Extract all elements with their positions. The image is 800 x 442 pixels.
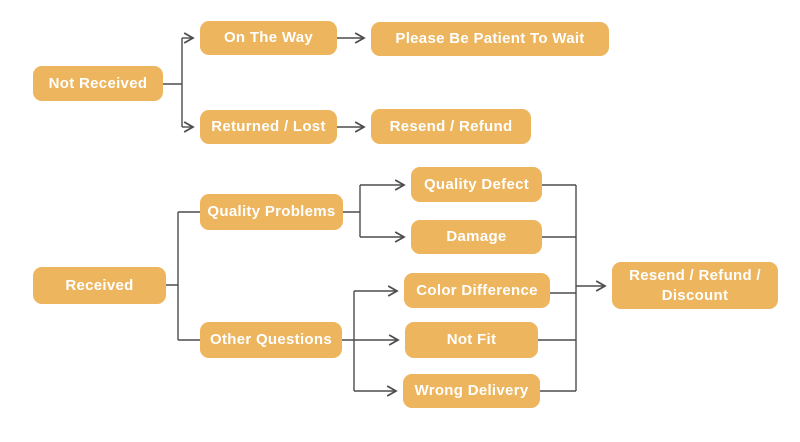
- node-damage: Damage: [411, 220, 542, 254]
- node-please-be-patient-to-wait: Please Be Patient To Wait: [371, 22, 609, 56]
- connector-received-bracket: [166, 211, 200, 341]
- node-quality-defect: Quality Defect: [411, 167, 542, 202]
- node-received: Received: [33, 267, 166, 304]
- node-other-questions: Other Questions: [200, 322, 342, 358]
- node-not-received: Not Received: [33, 66, 163, 101]
- node-quality-problems: Quality Problems: [200, 194, 343, 230]
- node-on-the-way: On The Way: [200, 21, 337, 55]
- node-wrong-delivery: Wrong Delivery: [403, 374, 540, 408]
- node-color-difference: Color Difference: [404, 273, 550, 308]
- connector-quality-problems-bracket: [343, 185, 361, 237]
- node-not-fit: Not Fit: [405, 322, 538, 358]
- node-resend-refund-discount: Resend / Refund / Discount: [612, 262, 778, 309]
- connector-not-received-bracket: [163, 38, 183, 127]
- node-returned-lost: Returned / Lost: [200, 110, 337, 144]
- node-resend-refund: Resend / Refund: [371, 109, 531, 144]
- connector-convergence-bracket: [538, 184, 577, 392]
- connector-other-questions-bracket: [342, 291, 355, 391]
